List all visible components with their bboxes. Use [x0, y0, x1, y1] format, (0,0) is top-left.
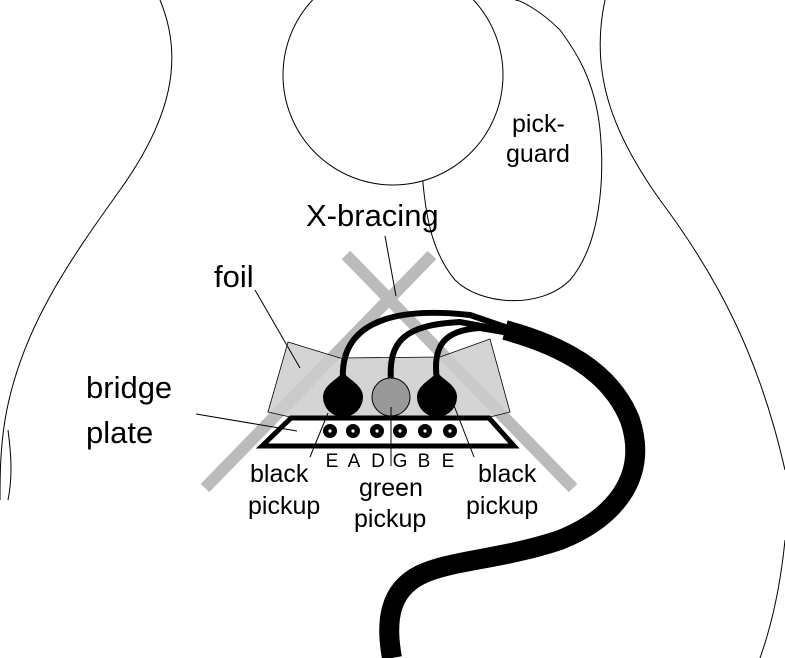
string-pin-center [375, 429, 379, 433]
label-bridge: bridge [86, 370, 172, 405]
string-pin-center [328, 429, 332, 433]
pickguard [421, 0, 603, 302]
label-green-2: pickup [354, 505, 426, 533]
string-label: E [326, 451, 339, 472]
label-black-right-1: black [478, 460, 537, 488]
leader-x-bracing [384, 235, 397, 297]
body-outline-right-lower [759, 539, 785, 658]
wire-left [339, 309, 521, 381]
label-x-bracing: X-bracing [306, 198, 439, 233]
string-label: D [371, 451, 385, 472]
leader-bridge-plate [195, 413, 298, 432]
string-pin-center [398, 429, 402, 433]
wire-right [433, 324, 516, 381]
label-foil: foil [214, 259, 254, 294]
leader-black-left [309, 412, 329, 458]
body-outline-right [599, 0, 785, 471]
sound-hole [282, 0, 504, 186]
bridge-plate [255, 415, 520, 449]
label-pickguard-1: pick- [512, 110, 565, 138]
string-label: G [393, 451, 408, 472]
string-pin-center [423, 429, 427, 433]
black-pickup-left [323, 372, 363, 417]
leader-foil [254, 289, 301, 369]
string-pin-center [448, 429, 452, 433]
string-label: B [418, 451, 431, 472]
string-label: E [442, 451, 455, 472]
label-pickguard-2: guard [506, 140, 570, 168]
body-outline-left [0, 0, 173, 501]
black-pickup-right [417, 372, 457, 417]
wire-green [387, 318, 516, 383]
leader-black-right [452, 402, 475, 458]
label-black-left-1: black [250, 460, 309, 488]
cable [379, 320, 646, 658]
label-black-right-2: pickup [466, 492, 538, 520]
label-plate: plate [86, 415, 153, 450]
label-black-left-2: pickup [248, 492, 320, 520]
string-pin-center [351, 429, 355, 433]
string-label: A [348, 451, 361, 472]
label-green-1: green [359, 474, 423, 502]
body-outline-left-lower [7, 429, 12, 501]
